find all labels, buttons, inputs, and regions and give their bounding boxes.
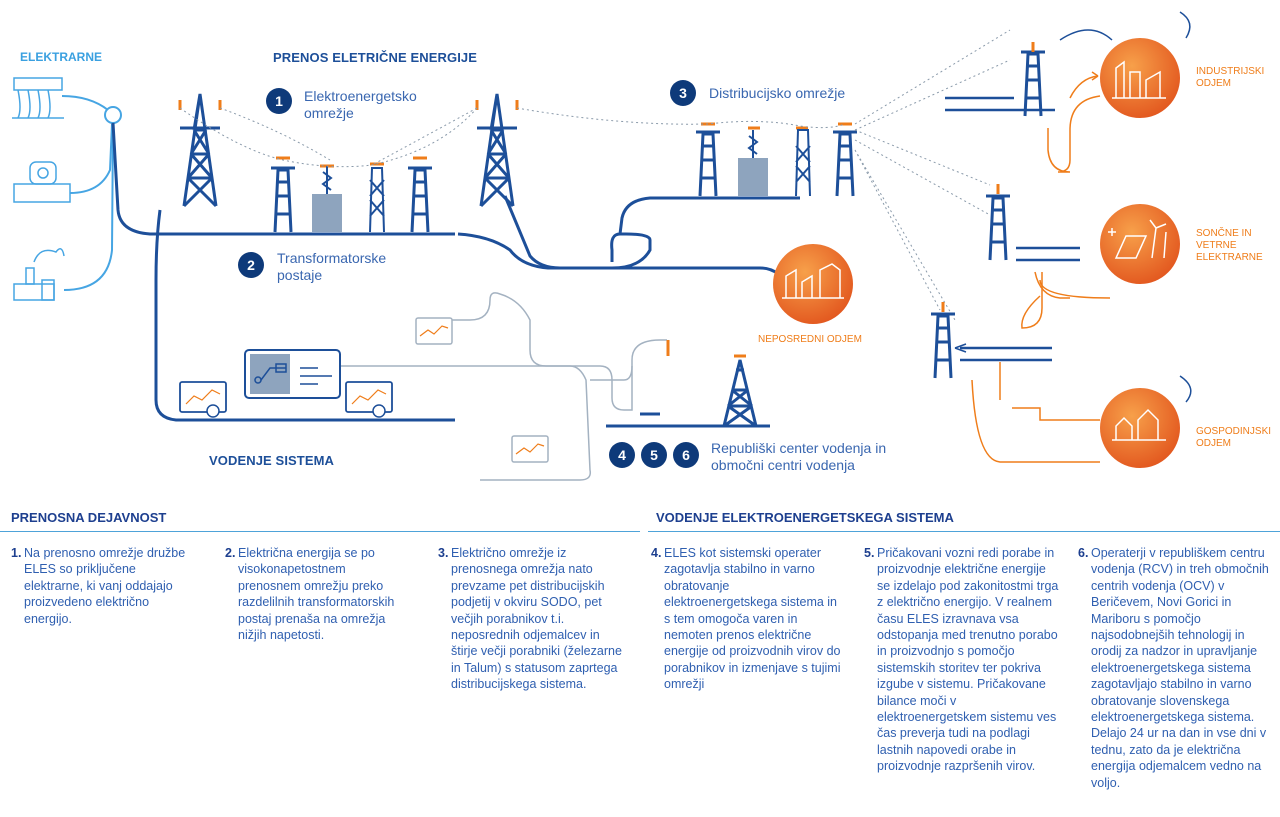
badge-1: 1 bbox=[266, 88, 292, 114]
column-6: 6. Operaterji v republiškem centru voden… bbox=[1078, 545, 1274, 791]
item2-label: Transformatorske postaje bbox=[277, 250, 387, 283]
column-text: Operaterji v republiškem centru vodenja … bbox=[1091, 546, 1269, 790]
column-text: Električna energija se po visokonapetost… bbox=[238, 546, 395, 643]
solar-wind-icon bbox=[1100, 204, 1180, 284]
consumer-pylon-icon bbox=[1019, 50, 1047, 118]
column-5: 5. Pričakovani vozni redi porabe in proi… bbox=[864, 545, 1060, 775]
column-number: 4. bbox=[651, 546, 662, 560]
consumer-pylon-icon bbox=[984, 194, 1012, 262]
right-rule bbox=[648, 531, 1280, 532]
hydro-plant-icon bbox=[12, 77, 64, 119]
column-1: 1. Na prenosno omrežje družbe ELES so pr… bbox=[11, 545, 191, 627]
column-number: 2. bbox=[225, 546, 236, 560]
column-text: ELES kot sistemski operater zagotavlja s… bbox=[664, 546, 841, 692]
item1-label: Elektroenergetsko omrežje bbox=[304, 88, 417, 121]
left-rule bbox=[0, 531, 640, 532]
column-number: 1. bbox=[11, 546, 22, 560]
item3-label: Distribucijsko omrežje bbox=[709, 85, 846, 101]
pylon-icon bbox=[178, 92, 222, 208]
column-text: Na prenosno omrežje družbe ELES so prikl… bbox=[24, 546, 186, 626]
column-number: 5. bbox=[864, 546, 875, 560]
elektrarne-label: ELEKTRARNE bbox=[20, 50, 103, 64]
column-number: 3. bbox=[438, 546, 449, 560]
soncne-label: SONČNE IN VETRNE ELEKTRARNE bbox=[1196, 228, 1263, 263]
left-section-title: PRENOSNA DEJAVNOST bbox=[11, 510, 167, 525]
badge-5: 5 bbox=[641, 442, 667, 468]
column-text: Pričakovani vozni redi porabe in proizvo… bbox=[877, 546, 1059, 774]
nuclear-plant-icon bbox=[13, 161, 71, 203]
badge-4: 4 bbox=[609, 442, 635, 468]
household-consumer-icon bbox=[1100, 388, 1180, 468]
column-number: 6. bbox=[1078, 546, 1089, 560]
prenos-title: PRENOS ELETRIČNE ENERGIJE bbox=[273, 50, 478, 65]
direct-consumer-icon bbox=[773, 244, 853, 324]
industrijski-label: INDUSTRIJSKI ODJEM bbox=[1196, 66, 1265, 89]
column-4: 4. ELES kot sistemski operater zagotavlj… bbox=[651, 545, 846, 693]
transformer-icon bbox=[312, 194, 342, 232]
column-3: 3. Električno omrežje iz prenosnega omre… bbox=[438, 545, 626, 693]
right-section-title: VODENJE ELEKTROENERGETSKEGA SISTEMA bbox=[656, 510, 954, 525]
substation-pylon-icon bbox=[694, 130, 722, 198]
consumer-pylon-icon bbox=[929, 312, 957, 380]
thermal-plant-icon bbox=[13, 248, 65, 301]
items456-label: Republiški center vodenja in območni cen… bbox=[711, 440, 887, 473]
substation-pylon-icon bbox=[269, 166, 297, 234]
badge-2: 2 bbox=[238, 252, 264, 278]
column-2: 2. Električna energija se po visokonapet… bbox=[225, 545, 405, 643]
transformer-icon bbox=[738, 158, 768, 196]
badge-3: 3 bbox=[670, 80, 696, 106]
pylon-icon bbox=[475, 92, 519, 208]
substation-pylon-icon bbox=[406, 166, 434, 234]
neposredni-label: NEPOSREDNI ODJEM bbox=[758, 334, 862, 345]
vodenje-title: VODENJE SISTEMA bbox=[209, 453, 335, 468]
badge-6: 6 bbox=[673, 442, 699, 468]
substation-pylon-icon bbox=[831, 130, 859, 198]
column-text: Električno omrežje iz prenosnega omrežja… bbox=[451, 546, 622, 692]
gospodinjski-label: GOSPODINJSKI ODJEM bbox=[1196, 426, 1272, 449]
